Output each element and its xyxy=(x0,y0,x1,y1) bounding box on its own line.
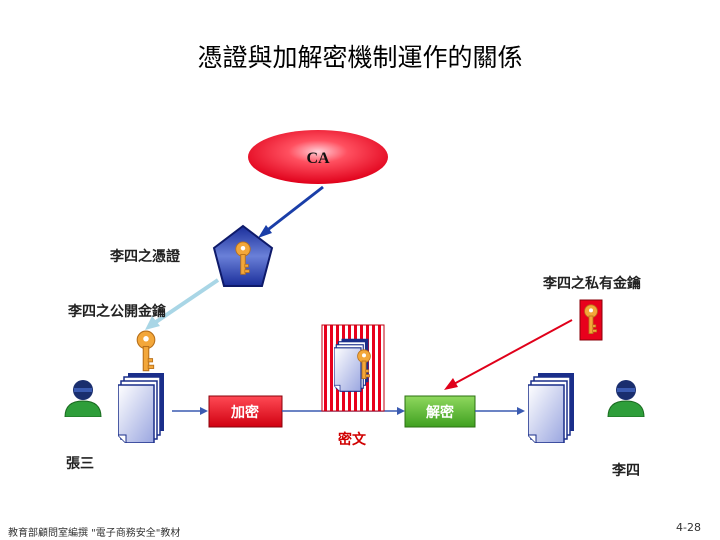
page-number: 4-28 xyxy=(676,521,701,534)
encrypt-label: 加密 xyxy=(230,404,259,421)
receiver-person-icon xyxy=(607,379,645,417)
footer-source: 教育部顧問室編撰 "電子商務安全"教材 xyxy=(8,528,181,539)
public-key-icon xyxy=(136,330,156,372)
ca-to-cert-arrow xyxy=(264,185,324,234)
private-key-label: 李四之私有金鑰 xyxy=(543,276,641,292)
private-key-to-decrypt-arrow xyxy=(451,319,573,386)
encrypt-box xyxy=(208,395,283,428)
ca-label: CA xyxy=(306,150,330,167)
ciphertext-label: 密文 xyxy=(338,432,366,448)
sender-name: 張三 xyxy=(66,456,94,472)
decrypt-box xyxy=(404,395,476,428)
ca-ellipse xyxy=(248,130,388,184)
decrypt-label: 解密 xyxy=(426,404,454,421)
public-key-label: 李四之公開金鑰 xyxy=(68,304,166,320)
decrypted-documents-icon xyxy=(528,373,575,443)
receiver-name: 李四 xyxy=(612,463,640,479)
plaintext-documents-icon xyxy=(118,373,165,443)
sender-person-icon xyxy=(64,379,102,417)
certificate-label: 李四之憑證 xyxy=(110,249,180,265)
diagram-title: 憑證與加解密機制運作的關係 xyxy=(197,43,523,72)
cert-to-public-key-arrow xyxy=(151,278,220,326)
